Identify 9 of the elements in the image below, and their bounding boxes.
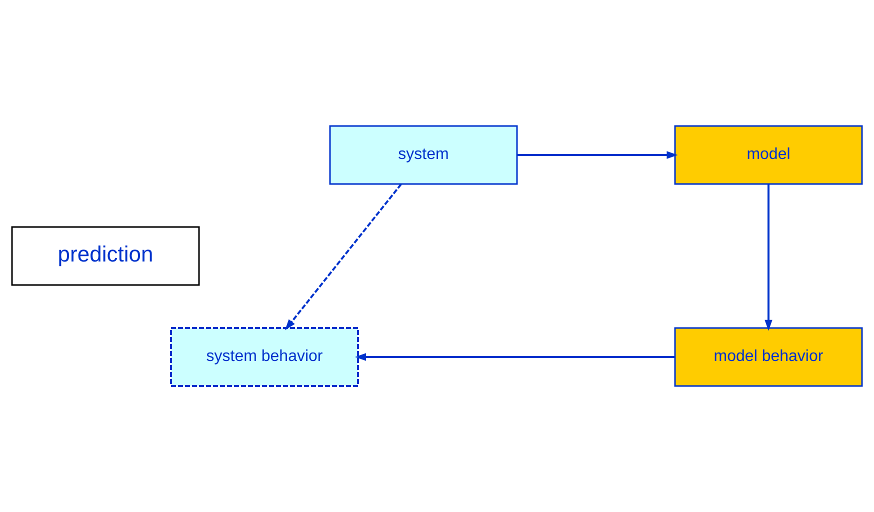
node-box: system behavior: [170, 327, 359, 387]
arrow: [517, 151, 678, 159]
arrow: [284, 184, 402, 330]
node-box: prediction: [11, 226, 200, 286]
node-box: model: [674, 125, 863, 185]
arrow: [764, 184, 772, 331]
node-box: system: [329, 125, 518, 185]
arrow: [355, 353, 675, 361]
node-box: model behavior: [674, 327, 863, 387]
